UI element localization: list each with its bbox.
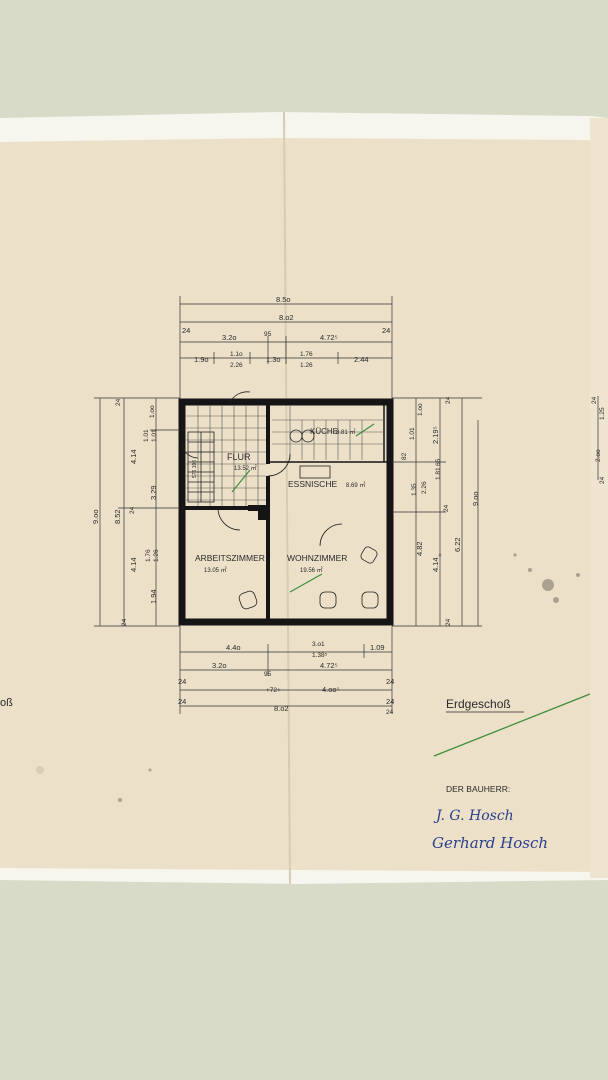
dim-top-8: 1.1o bbox=[230, 351, 243, 358]
dim-top-3: 3.2o bbox=[222, 333, 237, 342]
dim-bottom-1: 3.o1 bbox=[312, 641, 325, 648]
dim-right-14: 24 bbox=[445, 618, 452, 626]
dim-right-13: 6.22 bbox=[453, 537, 462, 552]
dim-top-7: 1.9o bbox=[194, 355, 209, 364]
room-essnische-name: ESSNISCHE bbox=[288, 479, 337, 489]
signature-line-1: J. G. Hosch bbox=[433, 808, 514, 824]
dim-top-4: 95 bbox=[264, 331, 272, 338]
dim-right-11: 4.82 bbox=[415, 541, 424, 556]
dim-right-1: 1.oo bbox=[417, 403, 424, 416]
dim-left-4: 4.14 bbox=[129, 449, 138, 464]
dim-right-0: 24 bbox=[445, 396, 452, 404]
dim-left-9: 1.76 bbox=[145, 549, 152, 562]
hall-tiles bbox=[186, 406, 266, 506]
dim-right-3: 82 bbox=[401, 452, 408, 460]
dim-right-2: 2.19⁵ bbox=[431, 426, 440, 444]
dim-top-11: 1.76 bbox=[300, 351, 313, 358]
edge-fragment: oß bbox=[0, 697, 13, 709]
door-swings bbox=[181, 391, 343, 547]
dim-bottom-13: 8.o2 bbox=[274, 704, 289, 713]
room-kueche-area: 8.81 ㎡ bbox=[336, 428, 355, 436]
room-wohnzimmer-area: 19.56 ㎡ bbox=[300, 566, 323, 574]
room-arbeitszimmer-area: 13.05 ㎡ bbox=[204, 566, 227, 574]
dim-top-10: 1.3o bbox=[266, 355, 281, 364]
dim-right-8: 65 bbox=[435, 458, 442, 466]
dim-left-6: 9.oo bbox=[91, 509, 100, 524]
dim-bottom-5: 3.2o bbox=[212, 661, 227, 670]
paper-fold bbox=[283, 111, 291, 885]
dim-left-5: 3.29 bbox=[149, 485, 158, 500]
dim-left-2: 1.01 bbox=[143, 429, 150, 442]
dim-top-5: 4.72⁵ bbox=[320, 333, 338, 342]
dimension-labels: 8.5o 8.o2 24 3.2o 95 4.72⁵ 24 1.9o 1.1o … bbox=[91, 295, 606, 716]
staircase bbox=[187, 431, 215, 503]
owner-label: DER BAUHERR: bbox=[446, 784, 510, 794]
dim-top-2: 24 bbox=[182, 326, 190, 335]
dim-left-10: 1.26 bbox=[153, 549, 160, 562]
dim-far-right-3: 24 bbox=[599, 476, 606, 484]
dim-far-right-0: 24 bbox=[591, 396, 598, 404]
dim-bottom-14: 24 bbox=[386, 709, 394, 716]
kitchen-tiles bbox=[272, 406, 384, 460]
dim-top-1: 8.o2 bbox=[279, 313, 294, 322]
dim-bottom-0: 4.4o bbox=[226, 643, 241, 652]
dim-left-11: 4.14 bbox=[129, 557, 138, 572]
dim-top-0: 8.5o bbox=[276, 295, 291, 304]
dim-bottom-9: +72+ bbox=[266, 687, 281, 694]
dim-top-6: 24 bbox=[382, 326, 390, 335]
dim-right-12: 4.14 bbox=[431, 557, 440, 572]
dim-left-1: 1.oo bbox=[149, 405, 156, 418]
room-arbeitszimmer-name: ARBEITSZIMMER bbox=[195, 553, 265, 563]
signature-line-2: Gerhard Hosch bbox=[432, 834, 548, 852]
dim-left-13: 24 bbox=[121, 618, 128, 626]
dim-left-8: 24 bbox=[129, 506, 136, 514]
room-flur-name: FLUR bbox=[227, 452, 251, 462]
stair-label: 576 196 bbox=[192, 460, 198, 478]
dim-left-12: 1.94 bbox=[149, 589, 158, 604]
dim-right-10: 9.oo bbox=[471, 491, 480, 506]
dim-left-3: 1.01 bbox=[151, 429, 158, 442]
dim-bottom-10: 4.oo⁵ bbox=[322, 685, 340, 694]
dim-top-9: 2.26 bbox=[230, 362, 243, 369]
dim-right-5: 1.35 bbox=[411, 483, 418, 496]
dim-bottom-8: 24 bbox=[386, 677, 394, 686]
dim-left-7: 8.52 bbox=[113, 509, 122, 524]
paper-print-area bbox=[0, 138, 600, 872]
dim-right-7: 1.81 bbox=[435, 467, 442, 480]
furniture bbox=[238, 429, 379, 610]
room-kueche-name: KÜCHE bbox=[310, 427, 338, 436]
building-outline bbox=[178, 398, 394, 626]
room-wohnzimmer-name: WOHNZIMMER bbox=[287, 553, 347, 563]
dim-bottom-6: 95 bbox=[264, 671, 272, 678]
room-essnische-area: 8.69 ㎡ bbox=[346, 481, 365, 489]
dim-far-right-2: 2.oo bbox=[595, 449, 602, 462]
paper-stains bbox=[36, 553, 580, 802]
floor-title: Erdgeschoß bbox=[446, 697, 511, 711]
dim-bottom-3: 1.09 bbox=[370, 643, 385, 652]
dim-bottom-11: 24 bbox=[178, 697, 186, 706]
dim-right-6: 2.26 bbox=[421, 481, 428, 494]
dim-bottom-4: 24 bbox=[178, 677, 186, 686]
dim-right-4: 1.01 bbox=[409, 427, 416, 440]
dim-bottom-12: 24 bbox=[386, 697, 394, 706]
dim-top-12: 1.26 bbox=[300, 362, 313, 369]
dim-right-9: 24 bbox=[443, 504, 450, 512]
green-marks bbox=[231, 423, 375, 593]
green-stroke bbox=[433, 693, 591, 757]
dim-left-0: 24 bbox=[115, 398, 122, 406]
dimension-lines bbox=[94, 296, 599, 714]
dim-far-right-1: 1.25 bbox=[599, 407, 606, 420]
dim-top-13: 2.44 bbox=[354, 355, 369, 364]
room-flur-area: 13.52 ㎡ bbox=[234, 464, 257, 472]
next-sheet-edge bbox=[590, 118, 608, 878]
dim-bottom-7: 4.72⁵ bbox=[320, 661, 338, 670]
dim-bottom-2: 1.38⁵ bbox=[312, 652, 328, 659]
room-labels: FLUR 13.52 ㎡ KÜCHE 8.81 ㎡ ESSNISCHE 8.69… bbox=[192, 427, 365, 574]
